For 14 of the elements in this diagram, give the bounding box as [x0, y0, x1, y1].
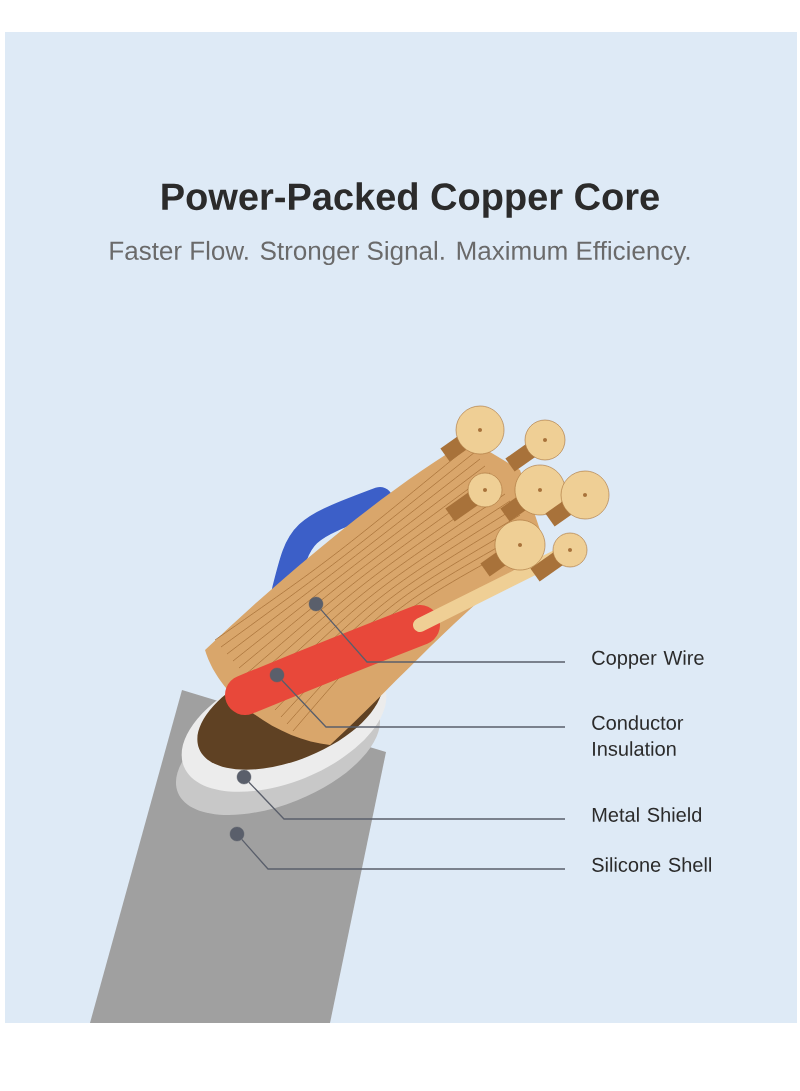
part-label: Silicone Shell: [592, 857, 711, 872]
leader-dot: [229, 826, 245, 842]
leader-dot: [308, 596, 324, 612]
leader-line: [241, 838, 566, 870]
leader-dot: [236, 769, 252, 785]
title: Power-Packed Copper Core: [162, 182, 659, 218]
subtitle: Faster Flow. Stronger Signal. Maximum Efficiency.: [110, 240, 690, 266]
leader-line: [281, 679, 566, 728]
leader-line: [320, 608, 566, 663]
leader-line: [248, 781, 566, 820]
leader-dot: [269, 667, 285, 683]
part-label: Conductor Insulation: [592, 715, 684, 756]
part-label: Copper Wire: [592, 650, 704, 669]
part-label: Metal Shield: [592, 807, 702, 822]
